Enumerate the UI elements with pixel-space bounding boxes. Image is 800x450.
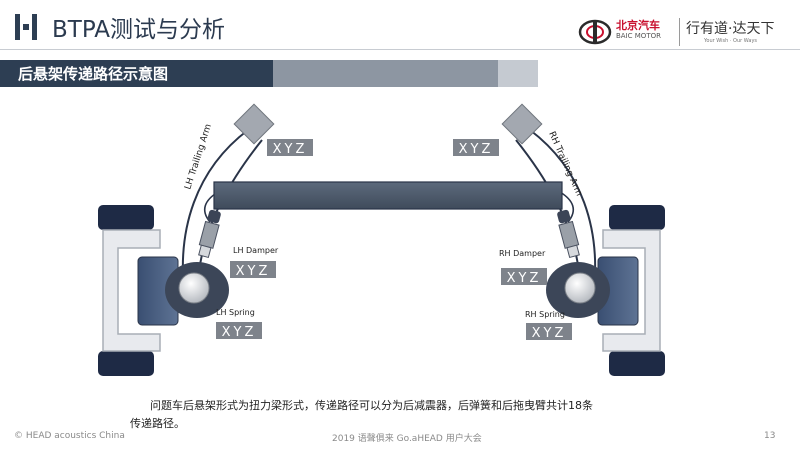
brand-slogan-en: Your Wish · Our Ways [704, 38, 758, 44]
rh-trailing-arm-mount [501, 103, 543, 145]
lh-damper-label: LH Damper [233, 246, 279, 255]
lh-trailing-arm-label: LH Trailing Arm [183, 123, 214, 191]
xyz-badge-lh-spring: XYZ [216, 322, 262, 340]
xyz-badge-text: XYZ [222, 325, 257, 340]
xyz-badge-rh-spring: XYZ [526, 323, 572, 341]
caption-line-2: 传递路径。 [130, 417, 185, 430]
head-acoustics-logo [15, 14, 37, 40]
section-bar-dark [0, 60, 273, 87]
lh-spring-label: LH Spring [216, 308, 255, 317]
section-bar: 后悬架传递路径示意图 [0, 60, 538, 87]
baic-emblem-icon [578, 19, 612, 45]
xyz-badge-lh-damper: XYZ [230, 261, 276, 279]
xyz-badge-text: XYZ [459, 142, 494, 157]
brand-name-en: BAIC MOTOR [616, 32, 661, 40]
section-bar-light [498, 60, 538, 87]
xyz-badge-text: XYZ [273, 142, 308, 157]
rh-damper [557, 209, 580, 259]
brand-name-cn: 北京汽车 [616, 19, 660, 32]
lh-damper [198, 209, 221, 259]
brand-slogan: 行有道·达天下 [686, 21, 775, 37]
page-title: BTPA测试与分析 [52, 17, 225, 43]
xyz-badge-text: XYZ [507, 271, 542, 286]
lh-trailing-arm-mount [233, 103, 275, 145]
rh-damper-label: RH Damper [499, 249, 546, 258]
section-bar-mid [273, 60, 498, 87]
baic-brand: 北京汽车 BAIC MOTOR 行有道·达天下 Your Wish · Our … [578, 16, 793, 50]
footer-copyright: © HEAD acoustics China [14, 431, 125, 441]
caption: 问题车后悬架形式为扭力梁形式，传递路径可以分为后减震器，后弹簧和后拖曳臂共计18… [130, 397, 650, 433]
caption-line-1: 问题车后悬架形式为扭力梁形式，传递路径可以分为后减震器，后弹簧和后拖曳臂共计18… [150, 399, 593, 412]
page-number: 13 [764, 431, 776, 441]
xyz-badge-text: XYZ [236, 264, 271, 279]
rh-hub [546, 256, 639, 326]
xyz-badge-rh-damper: XYZ [501, 268, 547, 286]
xyz-badge-rh-trailing-arm: XYZ [453, 139, 499, 157]
footer-event: 2019 语聲俱来 Go.aHEAD 用户大会 [332, 434, 482, 444]
lh-tire [98, 205, 161, 376]
section-title: 后悬架传递路径示意图 [18, 65, 169, 83]
rh-tire [602, 205, 665, 376]
xyz-badge-lh-trailing-arm: XYZ [267, 139, 313, 157]
lh-hub [137, 256, 229, 326]
header-divider [0, 49, 800, 50]
rh-spring-label: RH Spring [525, 310, 565, 319]
xyz-badge-text: XYZ [532, 326, 567, 341]
torsion-beam [213, 181, 563, 210]
brand-divider [679, 18, 680, 46]
rear-suspension-diagram: LH Trailing Arm RH Trailing Arm LH Dampe… [98, 103, 665, 376]
